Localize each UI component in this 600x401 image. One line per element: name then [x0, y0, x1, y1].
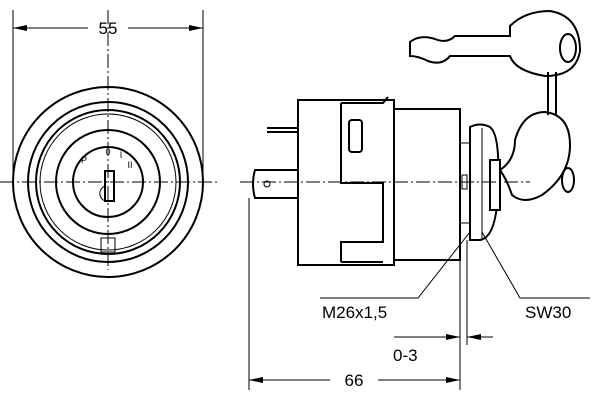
position-label-p: P: [81, 155, 87, 165]
position-label-i: I: [120, 150, 123, 160]
side-view: M26x1,5 SW30 0-3 66: [240, 9, 590, 390]
wrench-leader: [481, 231, 590, 299]
key-slot: [104, 170, 115, 202]
wrench-size-label: SW30: [525, 303, 571, 322]
key-head-lower: [498, 110, 572, 201]
panel-thickness-label: 0-3: [393, 346, 418, 365]
key-head-upper: [409, 9, 582, 78]
terminal-blade: [252, 169, 299, 199]
arrow-icon: [13, 25, 27, 31]
length-label: 66: [345, 371, 364, 390]
arrow-icon: [189, 25, 203, 31]
arrow-icon: [249, 377, 263, 383]
front-view: 55 P 0 I II: [0, 10, 220, 278]
arrow-icon: [467, 334, 481, 340]
rear-housing: [393, 108, 461, 261]
terminal-pin: [267, 127, 298, 133]
arrow-icon: [446, 377, 460, 383]
arrow-icon: [446, 334, 460, 340]
thread-label: M26x1,5: [322, 303, 387, 322]
thread-leader: [320, 231, 471, 299]
indicator-window: [348, 119, 363, 153]
position-label-ii: II: [127, 160, 132, 170]
